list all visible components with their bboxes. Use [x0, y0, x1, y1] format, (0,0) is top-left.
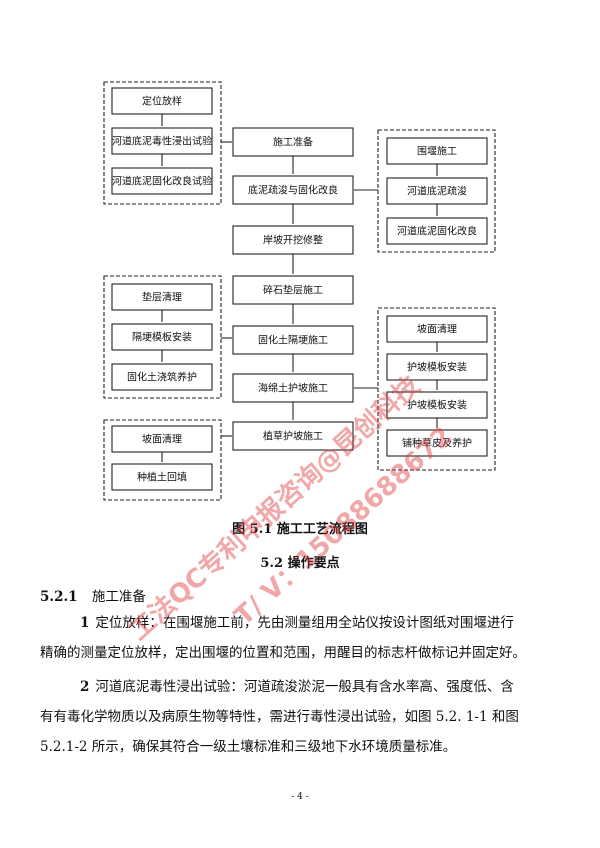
flow-node: 护坡模板安装 [386, 391, 488, 419]
flow-node-label: 护坡模板安装 [407, 399, 467, 412]
flow-node: 种植土回填 [111, 463, 213, 491]
flow-node: 碎石垫层施工 [232, 275, 354, 305]
flow-nodes: 施工准备底泥疏浚与固化改良岸坡开挖修整碎石垫层施工固化土隔埂施工海绵土护坡施工植… [111, 87, 488, 491]
flow-node: 植草护坡施工 [232, 421, 354, 451]
flow-node: 海绵土护坡施工 [232, 373, 354, 403]
group-frame-planting [103, 419, 222, 501]
paragraph-line: 有有毒化学物质以及病原生物等特性，需进行毒性浸出试验，如图 5.2. 1-1 和… [40, 709, 519, 725]
paragraph-number: 1 [80, 615, 90, 631]
flow-node: 施工准备 [232, 127, 354, 157]
main-connectors [161, 114, 438, 462]
subsection-heading: 5.2.1 施工准备 [40, 585, 146, 605]
flow-node: 坡面清理 [386, 315, 488, 343]
flow-node-label: 坡面清理 [417, 323, 457, 336]
flow-node-label: 铺种草皮及养护 [402, 437, 472, 450]
flow-node: 定位放样 [111, 87, 213, 115]
flow-node: 护坡模板安装 [386, 353, 488, 381]
flow-node: 岸坡开挖修整 [232, 225, 354, 255]
flow-node-label: 种植土回填 [137, 471, 187, 484]
flow-node: 河道底泥疏浚 [386, 177, 488, 205]
flow-node: 河道底泥固化改良 [386, 217, 488, 245]
paragraph-number: 2 [80, 679, 90, 695]
flow-node: 固化土浇筑养护 [111, 363, 213, 391]
flow-node-label: 固化土隔埂施工 [258, 334, 328, 347]
flow-node: 围堰施工 [386, 137, 488, 165]
section-heading: 5.2 操作要点 [260, 556, 340, 571]
group-frame-slope [377, 307, 496, 471]
page-number: - 4 - [291, 792, 309, 802]
group-frame-dredging [377, 129, 496, 253]
group-frame-preparation [103, 81, 222, 205]
subsection-title: 施工准备 [91, 589, 146, 605]
flow-node-label: 坡面清理 [142, 433, 182, 446]
flow-node-label: 底泥疏浚与固化改良 [248, 184, 338, 197]
paragraph-line: 精确的测量定位放样，定出围堰的位置和范围，用醒目的标志杆做标记并固定好。 [40, 645, 526, 661]
flow-node: 河道底泥固化改良试验 [111, 167, 213, 195]
flow-node-label: 施工准备 [273, 136, 313, 149]
flow-node-label: 河道底泥毒性浸出试验 [112, 135, 212, 148]
flow-node: 固化土隔埂施工 [232, 325, 354, 355]
paragraph-line: 5.2.1-2 所示，确保其符合一级土壤标准和三级地下水环境质量标准。 [40, 739, 457, 755]
flow-node-label: 碎石垫层施工 [263, 284, 323, 297]
flow-node: 垫层清理 [111, 283, 213, 311]
subsection-number: 5.2.1 [40, 589, 78, 605]
flow-node-label: 隔埂模板安装 [132, 331, 192, 344]
flow-node-label: 岸坡开挖修整 [263, 234, 323, 247]
flow-node-label: 植草护坡施工 [263, 430, 323, 443]
figure-caption: 图 5.1 施工工艺流程图 [232, 522, 368, 537]
flow-node-label: 海绵土护坡施工 [258, 382, 328, 395]
flow-node-label: 河道底泥疏浚 [407, 185, 467, 198]
flow-node: 隔埂模板安装 [111, 323, 213, 351]
group-frame-partition [103, 275, 222, 399]
flow-node-label: 河道底泥固化改良 [397, 225, 477, 238]
flow-node: 河道底泥毒性浸出试验 [111, 127, 213, 155]
flow-node-label: 固化土浇筑养护 [127, 371, 197, 384]
flow-node: 底泥疏浚与固化改良 [232, 175, 354, 205]
flow-node-label: 垫层清理 [142, 291, 182, 304]
flow-node-label: 护坡模板安装 [407, 361, 467, 374]
flow-node: 铺种草皮及养护 [386, 429, 488, 457]
flow-node: 坡面清理 [111, 425, 213, 453]
flow-node-label: 定位放样 [142, 95, 182, 108]
flow-node-label: 河道底泥固化改良试验 [112, 175, 212, 188]
construction-flowchart: 施工准备底泥疏浚与固化改良岸坡开挖修整碎石垫层施工固化土隔埂施工海绵土护坡施工植… [103, 81, 496, 501]
flow-node-label: 围堰施工 [417, 145, 457, 158]
